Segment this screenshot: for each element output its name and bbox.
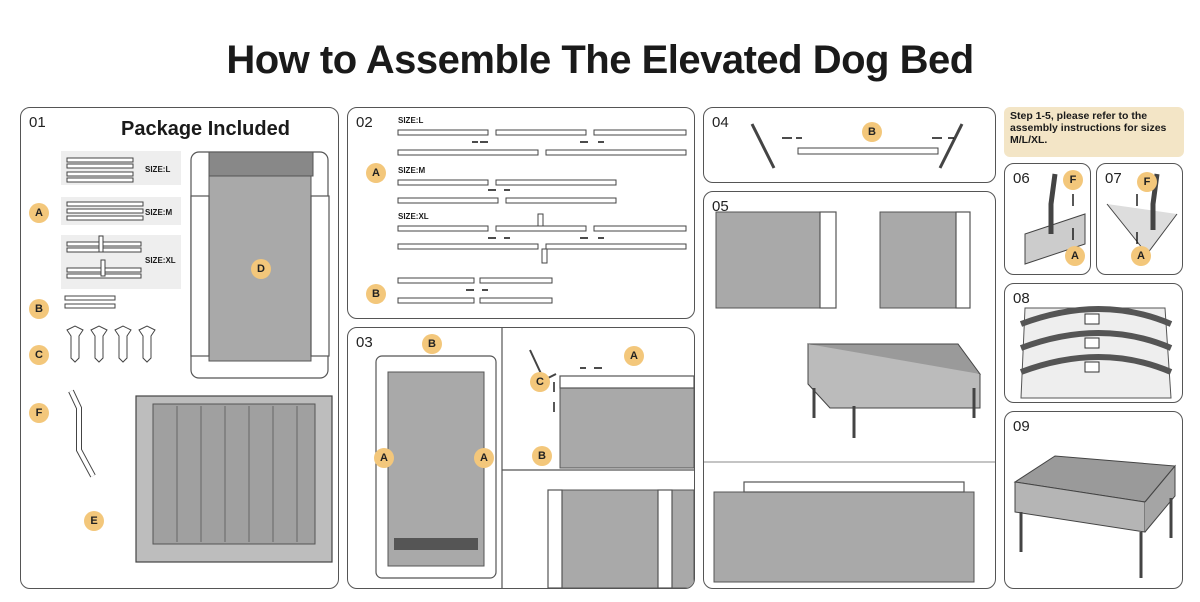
sizes-note: Step 1-5, please refer to the assembly i… bbox=[1004, 107, 1184, 157]
size-xl-label: SIZE:XL bbox=[398, 212, 429, 221]
part-a-badge: A bbox=[474, 448, 494, 468]
step-number: 05 bbox=[712, 198, 729, 215]
part-a-badge: A bbox=[1065, 246, 1085, 266]
part-b-badge: B bbox=[422, 334, 442, 354]
panel-07: 07 F A bbox=[1096, 163, 1183, 275]
step-number: 08 bbox=[1013, 290, 1030, 307]
step-number: 07 bbox=[1105, 170, 1122, 187]
part-e-badge: E bbox=[84, 511, 104, 531]
step-number: 03 bbox=[356, 334, 373, 351]
panel-04: 04 B bbox=[703, 107, 996, 183]
panel-09: 09 bbox=[1004, 411, 1183, 589]
part-f-badge: F bbox=[1137, 172, 1157, 192]
part-a-badge: A bbox=[374, 448, 394, 468]
part-b-badge: B bbox=[29, 299, 49, 319]
panel-03: 03 B A A A C B bbox=[347, 327, 695, 589]
finished-bed-drawing bbox=[1013, 455, 1176, 578]
part-c-badge: C bbox=[29, 345, 49, 365]
bed-frame-drawing bbox=[704, 211, 995, 583]
part-a-badge: A bbox=[1131, 246, 1151, 266]
size-l-label: SIZE:L bbox=[398, 116, 424, 125]
part-a-badge: A bbox=[624, 346, 644, 366]
panel-05: 05 bbox=[703, 191, 996, 589]
part-b-badge: B bbox=[366, 284, 386, 304]
strap-buckle-drawing bbox=[1019, 306, 1173, 399]
part-b-badge: B bbox=[532, 446, 552, 466]
part-d-badge: D bbox=[251, 259, 271, 279]
part-b-badge: B bbox=[862, 122, 882, 142]
panel-01: 01 Package Included bbox=[20, 107, 339, 589]
package-parts-drawing bbox=[61, 151, 333, 563]
page-title: How to Assemble The Elevated Dog Bed bbox=[226, 38, 974, 82]
panel-08: 08 bbox=[1004, 283, 1183, 403]
joint-attach-drawing bbox=[750, 123, 964, 169]
frame-insert-drawing bbox=[375, 328, 694, 588]
leg-insert-drawing bbox=[1024, 173, 1086, 265]
size-m-label: SIZE:M bbox=[398, 166, 426, 175]
step-number: 09 bbox=[1013, 418, 1030, 435]
step-number: 01 bbox=[29, 114, 46, 131]
part-a-badge: A bbox=[366, 163, 386, 183]
step-number: 02 bbox=[356, 114, 373, 131]
size-xl-label: SIZE:XL bbox=[145, 256, 176, 265]
panel-02: 02 SIZE:L SIZE:M SIZE:XL A B bbox=[347, 107, 695, 319]
package-included-heading: Package Included bbox=[121, 118, 290, 140]
part-c-badge: C bbox=[530, 372, 550, 392]
step-number: 04 bbox=[712, 114, 729, 131]
part-a-badge: A bbox=[29, 203, 49, 223]
panel-06: 06 F A bbox=[1004, 163, 1091, 275]
size-l-label: SIZE:L bbox=[145, 165, 171, 174]
size-m-label: SIZE:M bbox=[145, 208, 173, 217]
part-f-badge: F bbox=[29, 403, 49, 423]
step-number: 06 bbox=[1013, 170, 1030, 187]
tube-assembly-drawing bbox=[397, 129, 687, 304]
part-f-badge: F bbox=[1063, 170, 1083, 190]
